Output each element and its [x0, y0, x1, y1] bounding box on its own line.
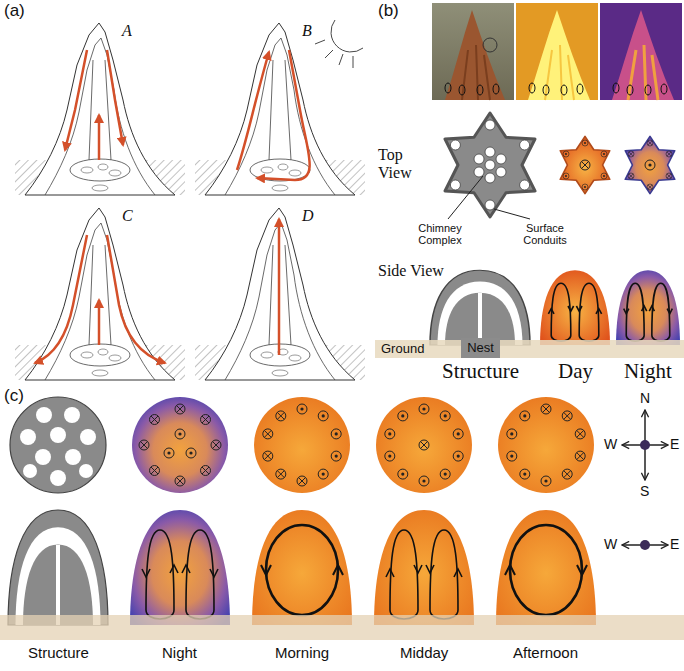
c-top-night [132, 397, 228, 493]
leader-lines [448, 176, 530, 219]
nest-region: Nest [461, 338, 500, 358]
c-side-midday [374, 510, 474, 625]
column-label: Night [162, 645, 197, 662]
panel-label: (c) [4, 387, 24, 406]
callout-label: Surface Conduits [513, 222, 577, 246]
view-label: Side View [378, 262, 444, 280]
side-view-structure [430, 270, 530, 345]
column-label: Midday [400, 645, 448, 662]
mound-sketch-b [195, 20, 365, 195]
panel-label: (a) [4, 2, 25, 21]
side-view-night [616, 270, 680, 345]
compass-letter: N [640, 391, 650, 406]
c-side-morning [252, 510, 352, 625]
c-top-midday [376, 397, 472, 493]
column-label: Structure [442, 360, 519, 383]
compass-letter: S [640, 484, 649, 499]
column-label: Day [558, 360, 593, 383]
panel-label: (b) [378, 2, 399, 21]
column-label: Morning [275, 645, 329, 662]
node-text: Ground [381, 341, 678, 357]
sketch-letter: D [302, 207, 314, 225]
mound-sketch-c [15, 208, 185, 380]
top-view-day [560, 136, 610, 193]
column-label: Afternoon [513, 645, 578, 662]
c-side-structure [8, 510, 108, 625]
callout-label: Chimney Complex [408, 222, 472, 246]
column-label: Night [624, 360, 672, 383]
compass-letter: E [670, 437, 679, 452]
top-view-structure [445, 113, 535, 217]
mound-photos [432, 3, 682, 100]
view-label: Top View [378, 146, 424, 181]
sketch-letter: A [122, 22, 132, 40]
top-view-night [625, 136, 675, 193]
compass-rose [622, 410, 668, 480]
node-text: Nest [467, 339, 494, 357]
side-view-day [540, 270, 610, 345]
sketch-letter: B [302, 22, 312, 40]
c-side-night [130, 510, 230, 625]
mound-sketch-a [15, 23, 185, 195]
ground-band-c [0, 615, 684, 640]
c-side-afternoon [496, 510, 596, 625]
c-top-morning [254, 397, 350, 493]
c-top-afternoon [498, 397, 594, 493]
compass-letter: W [604, 537, 617, 552]
compass-letter: E [670, 537, 679, 552]
compass-letter: W [604, 437, 617, 452]
compass-west-east [622, 540, 668, 550]
c-top-structure [10, 397, 106, 493]
ground-band: Ground [375, 340, 684, 358]
column-label: Structure [28, 645, 89, 662]
mound-sketch-d [195, 208, 365, 380]
sketch-letter: C [122, 207, 133, 225]
